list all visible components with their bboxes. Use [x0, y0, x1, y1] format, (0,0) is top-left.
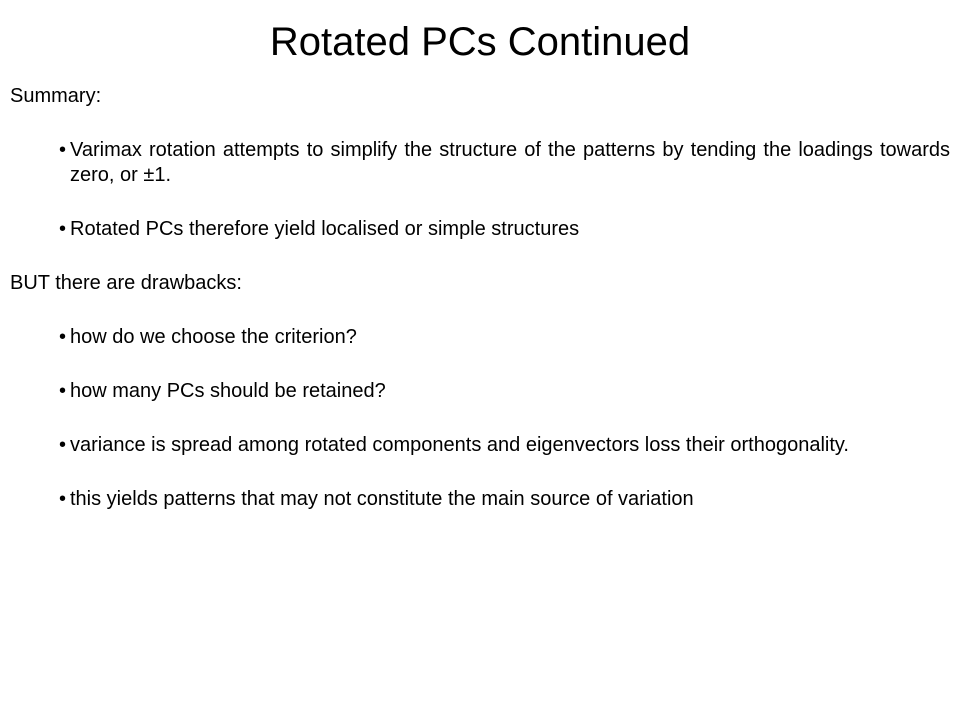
slide-title: Rotated PCs Continued	[269, 20, 691, 64]
summary-heading: Summary:	[10, 85, 102, 107]
drawback-bullet-variance: • variance is spread among rotated compo…	[59, 433, 950, 458]
bullet-icon: •	[59, 380, 67, 402]
bullet-text: Rotated PCs therefore yield localised or…	[70, 218, 580, 240]
slide-body: Summary: • Varimax rotation attempts to …	[10, 84, 950, 512]
bullet-icon: •	[59, 434, 67, 456]
bullet-icon: •	[59, 326, 67, 348]
bullet-text: how do we choose the criterion?	[70, 326, 357, 348]
bullet-icon: •	[59, 488, 67, 510]
drawback-bullet-criterion: • how do we choose the criterion?	[59, 325, 950, 350]
summary-bullet-varimax: • Varimax rotation attempts to simplify …	[59, 138, 950, 188]
drawback-bullet-patterns: • this yields patterns that may not cons…	[59, 487, 950, 512]
bullet-icon: •	[59, 218, 67, 240]
bullet-text: Varimax rotation attempts to simplify th…	[70, 139, 950, 186]
drawbacks-heading: BUT there are drawbacks:	[10, 272, 242, 294]
bullet-icon: •	[59, 139, 67, 161]
summary-bullet-rotated-pcs: • Rotated PCs therefore yield localised …	[59, 217, 950, 242]
bullet-text: variance is spread among rotated compone…	[70, 434, 849, 456]
bullet-text: how many PCs should be retained?	[70, 380, 386, 402]
drawback-bullet-retained: • how many PCs should be retained?	[59, 379, 950, 404]
bullet-text: this yields patterns that may not consti…	[70, 488, 694, 510]
